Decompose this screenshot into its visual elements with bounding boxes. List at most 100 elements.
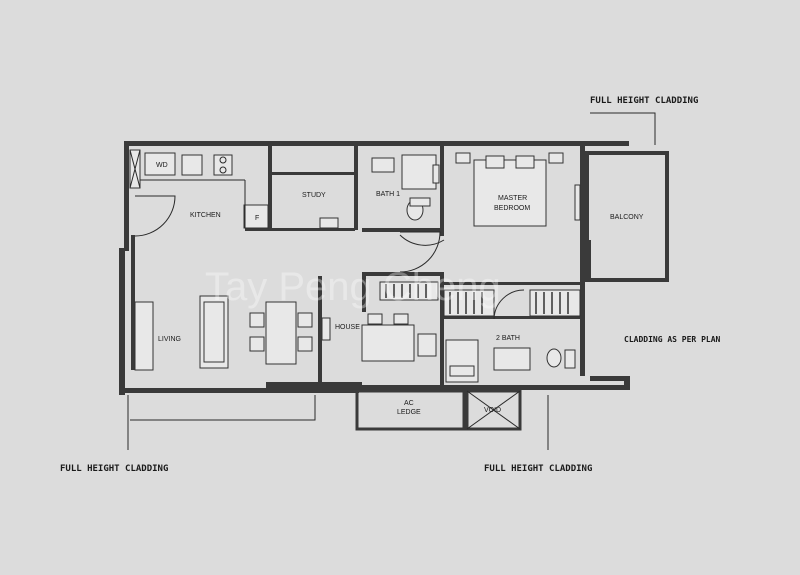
door-swings [134, 195, 525, 320]
wall-left-upper [124, 141, 129, 251]
leader-lines [127, 112, 656, 450]
chair-1 [249, 312, 265, 328]
label-bath1: BATH 1 [376, 191, 400, 198]
bath1-fixtures [371, 154, 440, 221]
wall-study-bath [354, 146, 358, 230]
hob-ring-1 [219, 156, 227, 164]
hangers [385, 284, 569, 314]
house-bed [361, 324, 415, 362]
wall-bottom-right-edge [590, 376, 630, 381]
label-balcony: BALCONY [610, 214, 644, 221]
label-fridge: F [255, 215, 259, 222]
bath1-basin [371, 157, 395, 173]
bedside-right [548, 152, 564, 164]
wall-bottom-mid [266, 382, 362, 388]
living-dining-fixtures [134, 295, 313, 371]
chair-2 [249, 336, 265, 352]
label-kitchen: KITCHEN [190, 212, 221, 219]
bath1-shower [401, 154, 437, 190]
wall-bath-bottom [362, 228, 444, 232]
label-wd: WD [156, 162, 168, 169]
hob-ring-2 [219, 166, 227, 174]
watermark: Tay Peng Cheng [205, 265, 501, 309]
master-bedroom-fixtures [455, 152, 581, 227]
wall-kitchen-bottom [245, 228, 355, 231]
wall-top [124, 141, 629, 146]
door-bath1 [399, 231, 441, 273]
label-house: HOUSE [335, 324, 360, 331]
bedside-left [455, 152, 471, 164]
annotations: FULL HEIGHT CLADDING FULL HEIGHT CLADDIN… [60, 96, 721, 474]
label-master-1: MASTER [498, 195, 527, 202]
ac-ledge-block [355, 389, 522, 431]
hob [213, 154, 233, 176]
leader-top [590, 112, 656, 145]
balcony-door-frame [583, 240, 591, 280]
pillow-right [515, 155, 535, 169]
house-pillow-1 [367, 313, 383, 325]
wall-left-inner [131, 235, 135, 370]
bath1-fixture [432, 164, 440, 184]
tv-console [134, 301, 154, 371]
wardrobe-right [529, 289, 581, 317]
wardrobe-mid [443, 289, 495, 317]
outer-walls [119, 141, 630, 395]
wd-cross-2 [129, 149, 141, 189]
cladding-top: FULL HEIGHT CLADDING [590, 96, 698, 106]
master-wardrobe [574, 184, 581, 221]
bath2-basin [493, 347, 531, 371]
chair-3 [297, 312, 313, 328]
wall-left-lower [119, 248, 125, 395]
interior-walls [245, 146, 584, 388]
bath2-tray [449, 365, 475, 377]
wall-house-left [318, 276, 322, 386]
void-cross-2 [466, 390, 521, 430]
wall-master-bottom [444, 282, 584, 285]
cladding-line-bottom-left [130, 395, 316, 421]
label-living: LIVING [158, 336, 181, 343]
wall-corner-right [624, 376, 630, 390]
study-fixtures [319, 217, 339, 229]
kitchen-sink [181, 154, 203, 176]
wardrobes [379, 281, 581, 317]
wall-house-stub [362, 272, 366, 312]
house-cabinet [417, 333, 437, 357]
fridge-box [243, 204, 269, 229]
pillow-left [485, 155, 505, 169]
wall-kitchen-study [268, 146, 272, 230]
wall-right [580, 146, 585, 376]
label-ac-1: AC [404, 400, 414, 407]
house-door-fixture [321, 317, 331, 341]
label-master-2: BEDROOM [494, 205, 530, 212]
washer-dryer [144, 152, 176, 176]
ac-ledge-outline [355, 389, 466, 431]
door-main-entry [134, 195, 176, 237]
cladding-bottom-left: FULL HEIGHT CLADDING [60, 464, 168, 474]
kitchen-fixtures [129, 149, 269, 229]
room-labels: WD KITCHEN F STUDY BATH 1 MASTER BEDROOM… [156, 162, 644, 416]
master-bed [473, 159, 547, 227]
wall-bottom-left [119, 388, 359, 393]
bath2-cistern [564, 349, 576, 369]
wall-bath-master [440, 146, 444, 236]
chair-4 [297, 336, 313, 352]
wall-house-right [440, 272, 444, 388]
wall-house-top [362, 272, 442, 276]
side-note: CLADDING AS PER PLAN [624, 335, 721, 344]
sofa-seat [203, 301, 225, 363]
study-shelf [272, 172, 354, 175]
bath2-fixtures [445, 339, 576, 383]
label-void: VOID [484, 407, 501, 414]
wall-bottom-right [355, 385, 630, 390]
study-drawer [319, 217, 339, 229]
label-bath2: 2 BATH [496, 335, 520, 342]
balcony-block [583, 151, 669, 282]
house-room-fixtures [321, 313, 437, 362]
cladding-bottom-right: FULL HEIGHT CLADDING [484, 464, 592, 474]
dining-table [265, 301, 297, 365]
wall-bath2-top [444, 316, 584, 319]
label-study: STUDY [302, 192, 326, 199]
void-outline [465, 389, 522, 431]
bath2-toilet [546, 348, 562, 368]
